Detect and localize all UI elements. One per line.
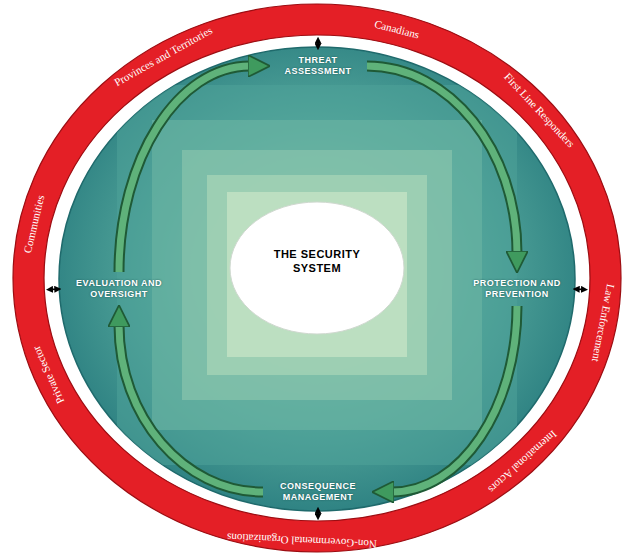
stage-node: PROTECTION AND PREVENTION	[464, 276, 570, 302]
security-core: THE SECURITY SYSTEM	[229, 201, 405, 335]
center-label: THE SECURITY SYSTEM	[267, 247, 367, 275]
connector-arrow	[579, 289, 582, 290]
cycle-arrow	[119, 66, 250, 272]
disc-fill	[59, 47, 575, 511]
stage-label: CONSEQUENCE MANAGEMENT	[270, 481, 366, 503]
link-arrow	[579, 288, 582, 290]
cycle-arrow-head	[119, 66, 250, 272]
connector-arrow	[318, 513, 319, 514]
stage-label: EVALUATION AND OVERSIGHT	[67, 278, 171, 300]
disc-square	[227, 192, 407, 357]
connector-arrow	[52, 289, 55, 290]
link-arrow	[52, 288, 55, 290]
cycle-arrow-outline	[119, 66, 250, 272]
disc-square	[152, 120, 482, 430]
disc-square	[182, 150, 452, 400]
stage-node: THREAT ASSESSMENT	[273, 53, 363, 79]
disc-square	[207, 175, 427, 375]
disc-square	[117, 85, 517, 465]
connector-arrow	[318, 43, 319, 45]
ring-band	[13, 4, 621, 552]
connector-arrow	[119, 66, 250, 272]
link-arrow	[317, 42, 319, 45]
stage-label: PROTECTION AND PREVENTION	[467, 278, 567, 300]
stage-label: THREAT ASSESSMENT	[276, 55, 360, 77]
core-ellipse-fill	[230, 202, 404, 334]
stage-node: EVALUATION AND OVERSIGHT	[64, 276, 174, 302]
stage-node: CONSEQUENCE MANAGEMENT	[267, 479, 369, 505]
disc-squares	[117, 85, 517, 465]
link-arrow	[317, 513, 319, 514]
